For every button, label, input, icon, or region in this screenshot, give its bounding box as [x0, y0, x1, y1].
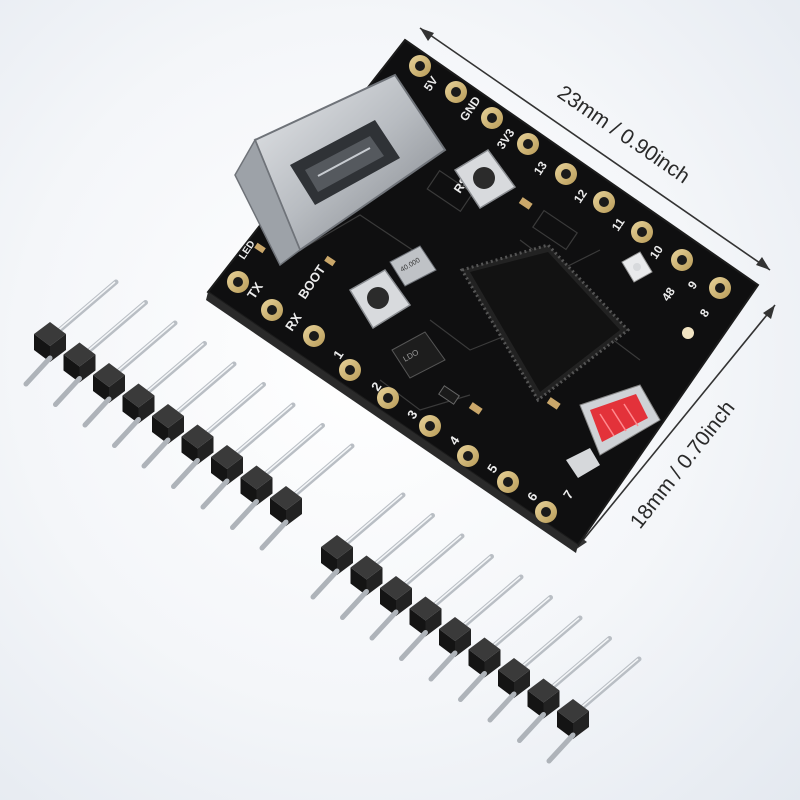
header-pin-short	[458, 671, 487, 702]
pin-label-5v: 5V	[421, 74, 441, 94]
header-housing-side	[468, 649, 485, 678]
usb-c-connector[interactable]	[234, 73, 447, 267]
header-pin-short	[546, 732, 576, 764]
arrow-head-icon	[763, 305, 775, 319]
header-housing-side	[498, 670, 514, 698]
header-housing-front	[337, 547, 353, 575]
header-pin-short	[487, 691, 517, 723]
header-housing-front	[455, 629, 471, 657]
usb-contacts	[317, 147, 371, 177]
header-housing-front	[79, 354, 96, 383]
esp32-chip	[459, 243, 631, 403]
header-housing-front	[366, 567, 383, 596]
header-housing-front	[396, 588, 412, 616]
header-housing-side	[152, 416, 168, 444]
pcb-board: 5V GND 3V3 13 12 11 10 9 8 TX RX 1	[206, 38, 760, 553]
boot-button[interactable]	[348, 269, 412, 330]
header-housing-front	[227, 457, 243, 485]
smd-components	[254, 197, 561, 415]
header-pin-short	[23, 355, 53, 387]
header-pin-short	[82, 396, 112, 428]
rgb-led	[621, 251, 653, 283]
header-housing-side	[557, 711, 573, 739]
header-housing-side	[270, 498, 286, 526]
pin-header-right	[310, 492, 642, 764]
header-housing-front	[197, 436, 214, 465]
header-housing-front	[514, 670, 530, 698]
header-pin-short	[428, 650, 458, 682]
header-housing-front	[50, 334, 66, 362]
header-pin-short	[340, 589, 369, 620]
header-housing-side	[350, 567, 367, 596]
header-housing-side	[321, 547, 337, 575]
header-housing-front	[109, 375, 125, 403]
header-pin-short	[369, 609, 399, 641]
header-housing-side	[380, 588, 396, 616]
header-housing-front	[138, 395, 155, 424]
header-housing-side	[122, 395, 139, 424]
header-housing-side	[181, 436, 198, 465]
header-pin-short	[399, 630, 428, 661]
red-led-component	[566, 384, 661, 478]
header-housing-front	[484, 649, 501, 678]
top-pin-row	[409, 55, 731, 299]
header-housing-front	[168, 416, 184, 444]
header-pin-short	[141, 437, 171, 469]
crystal-oscillator: 40.000	[389, 245, 437, 287]
header-housing-side	[211, 457, 227, 485]
pin-header-left	[23, 279, 355, 551]
header-pin-short	[200, 478, 230, 510]
header-pin-short	[230, 499, 259, 530]
ldo-regulator: LDO	[391, 331, 446, 379]
header-housing-front	[425, 608, 442, 637]
header-pin-short	[53, 376, 82, 407]
header-pin-short	[112, 417, 141, 448]
header-housing-front	[256, 477, 273, 506]
mounting-dot	[682, 327, 694, 339]
header-housing-side	[240, 477, 257, 506]
header-housing-front	[543, 690, 560, 719]
arrow-head-icon	[756, 257, 770, 270]
header-pin-short	[310, 568, 340, 600]
header-housing-side	[93, 375, 109, 403]
arrow-head-icon	[420, 28, 434, 41]
header-pin-short	[171, 458, 200, 489]
header-housing-front	[286, 498, 302, 526]
header-pin-short	[259, 519, 289, 551]
header-housing-side	[409, 608, 426, 637]
header-housing-side	[527, 690, 544, 719]
header-housing-side	[439, 629, 455, 657]
header-housing-side	[34, 334, 50, 362]
reset-button[interactable]	[453, 149, 517, 210]
header-pin-short	[517, 712, 546, 743]
bottom-pin-row	[227, 271, 557, 523]
header-housing-side	[63, 354, 80, 383]
header-housing-front	[573, 711, 589, 739]
